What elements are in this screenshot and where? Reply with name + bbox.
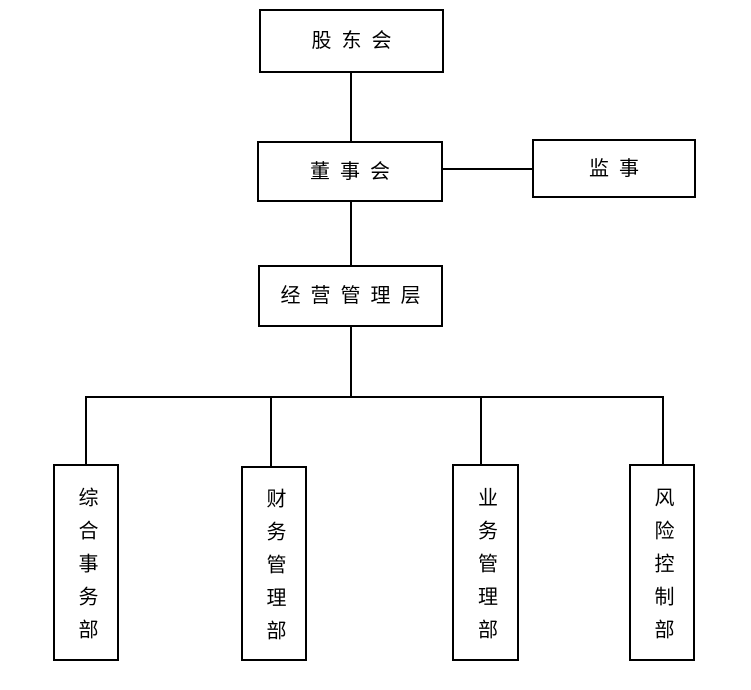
node-dept-business-label: 业务管理部 (474, 486, 497, 652)
connector-drop-business (480, 396, 482, 464)
connector-shareholders-board (350, 73, 352, 141)
node-dept-risk-control: 风险控制部 (629, 464, 695, 661)
node-shareholders-label: 股东会 (311, 30, 402, 52)
node-dept-risk-control-label: 风险控制部 (651, 486, 673, 652)
node-management-label: 经营管理层 (280, 285, 431, 307)
node-dept-general-affairs-label: 综合事务部 (75, 486, 97, 652)
node-dept-finance: 财务管理部 (241, 466, 307, 661)
connector-board-supervisors (443, 168, 532, 170)
connector-drop-general-affairs (85, 396, 87, 464)
node-supervisors: 监事 (532, 139, 696, 198)
node-board-label: 董事会 (310, 160, 400, 183)
connector-departments-distribution (85, 396, 664, 398)
node-board-of-directors: 董事会 (257, 141, 443, 202)
node-dept-business: 业务管理部 (452, 464, 519, 661)
node-dept-general-affairs: 综合事务部 (53, 464, 119, 661)
node-management-layer: 经营管理层 (258, 265, 443, 327)
connector-drop-risk-control (662, 396, 664, 464)
node-dept-finance-label: 财务管理部 (263, 487, 285, 653)
connector-board-management (350, 202, 352, 265)
node-shareholders: 股东会 (259, 9, 444, 73)
connector-drop-finance (270, 396, 272, 466)
connector-management-stem (350, 327, 352, 397)
node-supervisors-label: 监事 (589, 157, 649, 180)
